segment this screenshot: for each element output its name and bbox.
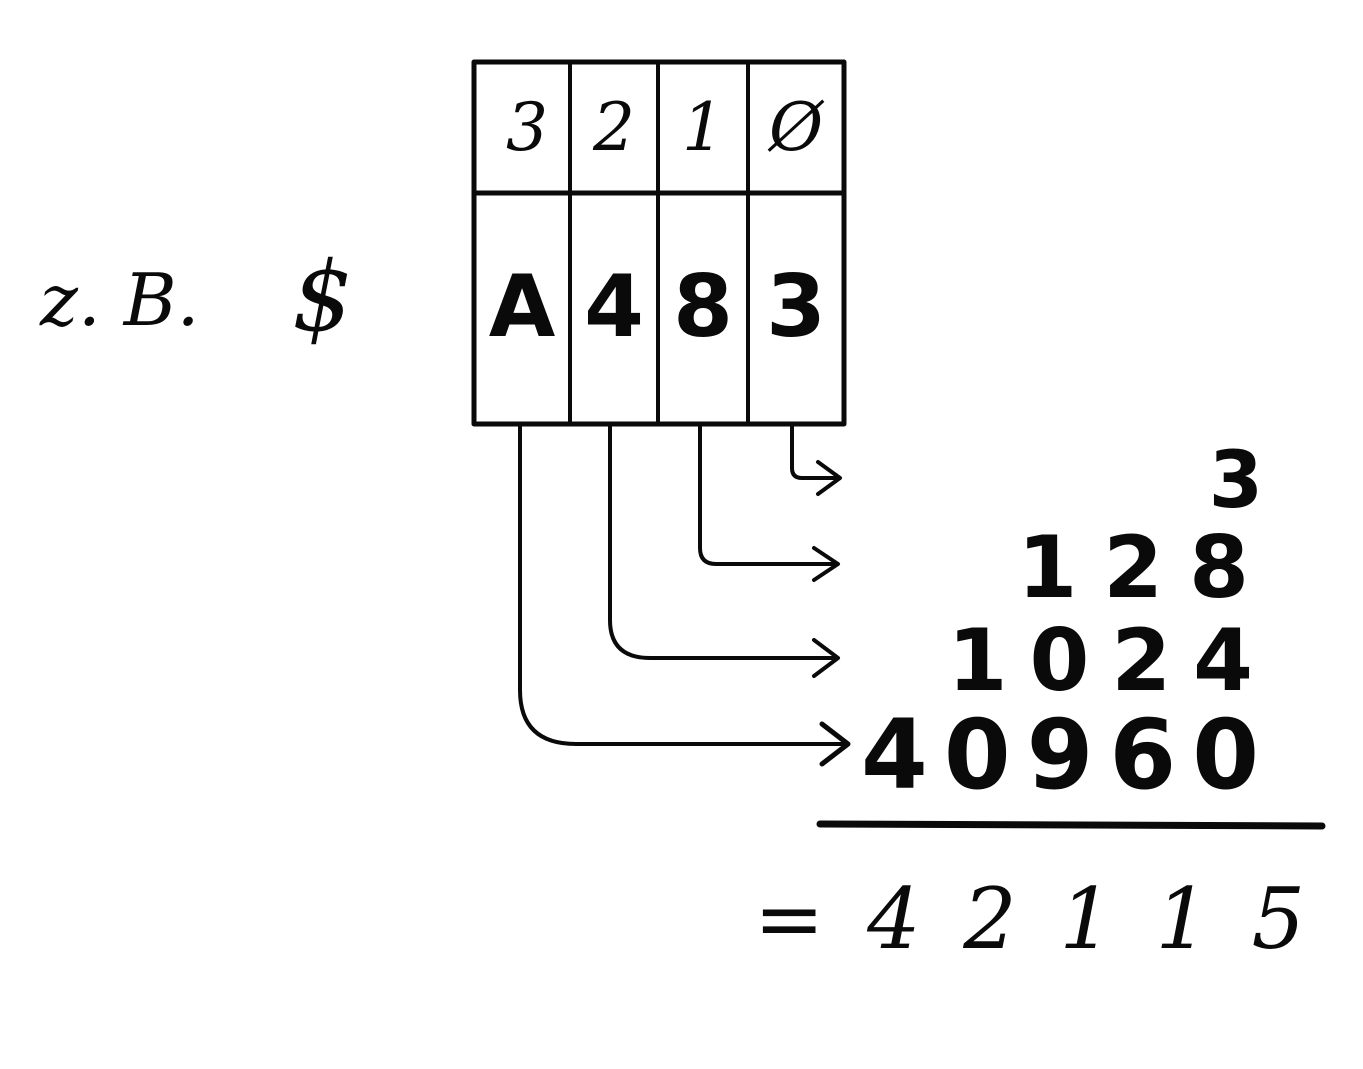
position-label: Ø [767,89,825,166]
arrow-line [698,424,838,566]
arrow-head [816,460,842,496]
hex-digit: 3 [766,257,826,357]
partial-values: 3 128 1024 40960 [861,436,1275,811]
result-value: = 4 2 1 1 5 [754,870,1313,968]
partial-value: 40960 [861,699,1275,811]
hex-digit: 8 [673,257,733,357]
arrow-head [819,721,851,767]
arrow-line [790,424,840,480]
partial-value: 1024 [948,611,1275,711]
arrow-head [812,546,840,582]
arrow-line [608,424,838,660]
example-label: z. B. [39,258,200,342]
arrow-line [518,424,848,746]
partial-value: 3 [1209,436,1275,526]
hex-prefix: $ [292,241,353,353]
digit-table: 3 2 1 Ø A 4 8 3 [471,59,847,427]
partial-value: 128 [1017,518,1275,618]
position-label: 1 [682,89,724,166]
sum-line [816,820,1326,830]
hex-digit: A [489,257,556,357]
position-label: 2 [592,89,635,166]
arrow-head [812,638,840,678]
hex-digit: 4 [584,257,644,357]
position-label: 3 [506,89,548,166]
arrow-group [518,424,851,767]
